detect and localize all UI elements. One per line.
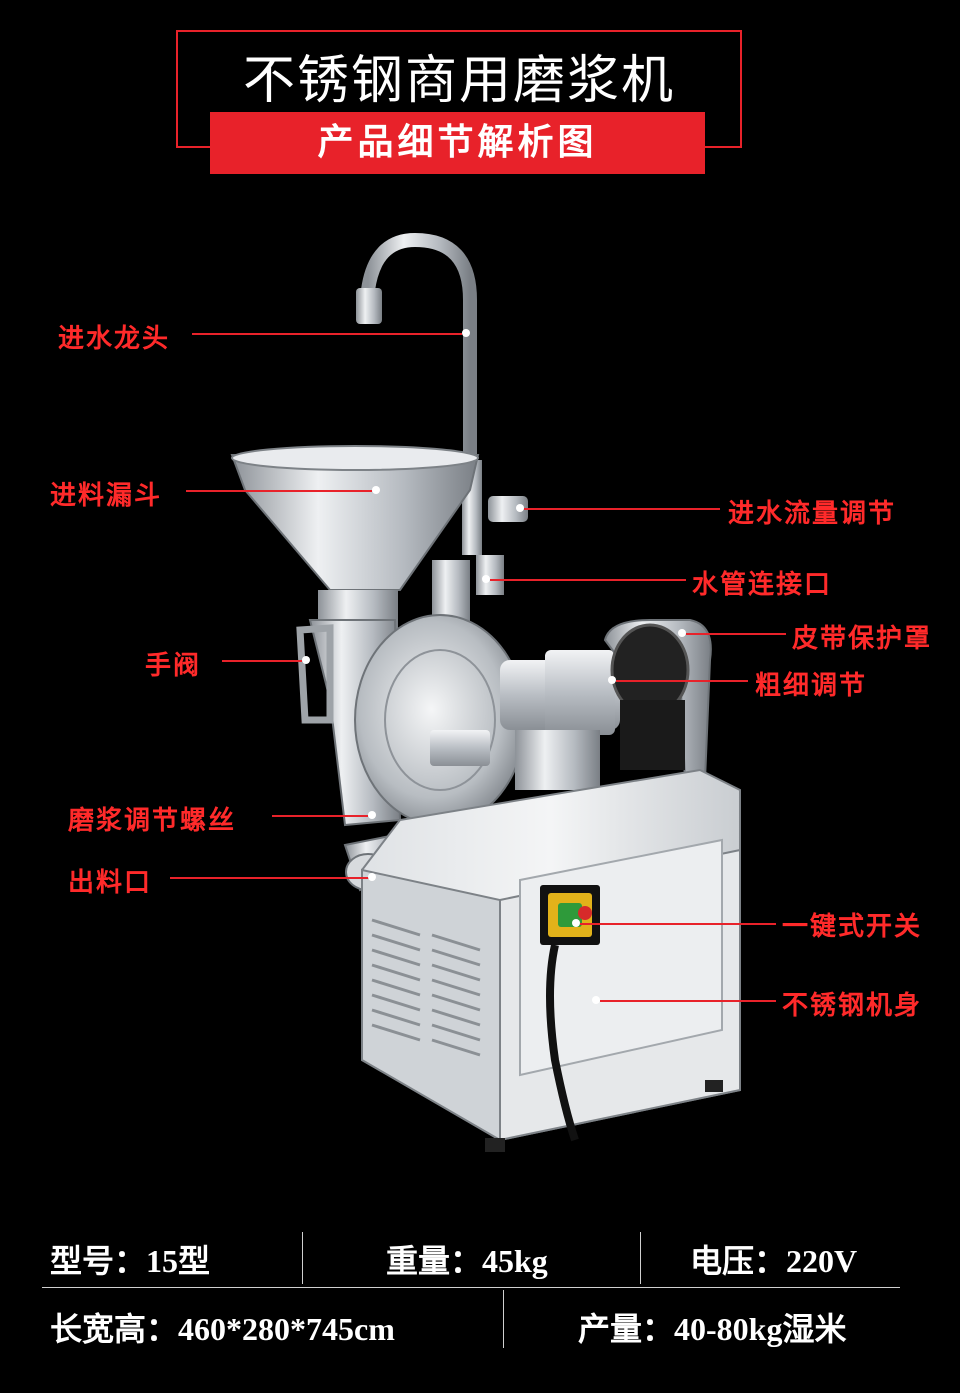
leader-hand-valve xyxy=(222,660,302,662)
label-faucet: 进水龙头 xyxy=(58,324,171,354)
leader-pipe-joint xyxy=(490,579,686,581)
dot-hopper xyxy=(372,486,380,494)
dot-grind-screw xyxy=(368,811,376,819)
label-fineness: 粗细调节 xyxy=(755,671,868,701)
spec-divider xyxy=(42,1287,900,1288)
spec-separator xyxy=(503,1290,504,1348)
dot-switch xyxy=(572,919,580,927)
dot-fineness xyxy=(608,676,616,684)
leader-body xyxy=(600,1000,776,1002)
label-flow-adjust: 进水流量调节 xyxy=(728,499,897,529)
leader-fineness xyxy=(616,680,748,682)
label-outlet: 出料口 xyxy=(68,868,153,898)
label-body: 不锈钢机身 xyxy=(782,991,923,1021)
page-subtitle: 产品细节解析图 xyxy=(210,112,705,174)
spec-model: 型号：15型 xyxy=(50,1243,211,1279)
dot-belt-guard xyxy=(678,629,686,637)
label-hopper: 进料漏斗 xyxy=(50,481,163,511)
spec-separator xyxy=(302,1232,303,1284)
dot-flow-adjust xyxy=(516,504,524,512)
leader-switch xyxy=(580,923,776,925)
dot-pipe-joint xyxy=(482,575,490,583)
leader-outlet xyxy=(170,877,370,879)
spec-voltage: 电压：220V xyxy=(690,1243,858,1279)
leader-faucet xyxy=(192,333,462,335)
label-pipe-joint: 水管连接口 xyxy=(692,570,833,600)
label-switch: 一键式开关 xyxy=(782,912,923,942)
dot-faucet xyxy=(462,329,470,337)
spec-separator xyxy=(640,1232,641,1284)
leader-hopper xyxy=(186,490,372,492)
spec-dimensions: 长宽高：460*280*745cm xyxy=(50,1311,395,1347)
page-title: 不锈钢商用磨浆机 xyxy=(242,51,675,111)
spec-weight: 重量：45kg xyxy=(386,1243,548,1279)
dot-hand-valve xyxy=(302,656,310,664)
label-hand-valve: 手阀 xyxy=(145,651,202,681)
leader-grind-screw xyxy=(272,815,368,817)
leader-flow-adjust xyxy=(524,508,720,510)
dot-body xyxy=(592,996,600,1004)
dot-outlet xyxy=(368,873,376,881)
label-belt-guard: 皮带保护罩 xyxy=(792,624,933,654)
label-grind-screw: 磨浆调节螺丝 xyxy=(68,806,237,836)
spec-output: 产量：40-80kg湿米 xyxy=(578,1311,847,1347)
leader-belt-guard xyxy=(686,633,786,635)
